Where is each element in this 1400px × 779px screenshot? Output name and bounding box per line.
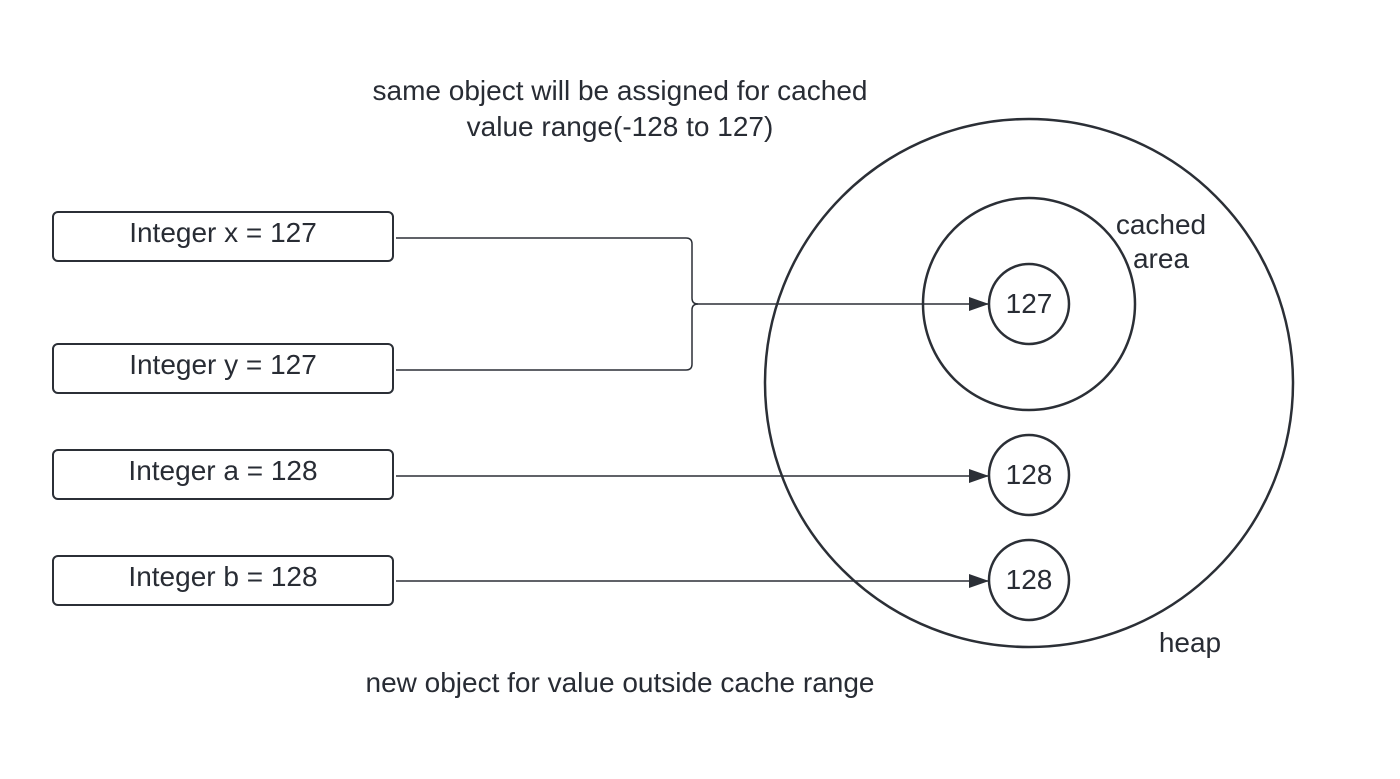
variable-label: Integer b = 128 [128, 560, 318, 592]
cached-area-label-line-1: cached [1115, 209, 1207, 240]
variable-box-a: Integer a = 128 [52, 449, 394, 500]
variable-box-x: Integer x = 127 [52, 211, 394, 262]
variable-label: Integer a = 128 [128, 454, 318, 486]
object-value: 127 [1006, 288, 1053, 319]
object-node-128-b: 128 [987, 538, 1071, 622]
heap-label: heap [1158, 627, 1222, 658]
connector-y [396, 303, 699, 371]
caption-line-2: value range(-128 to 127) [466, 111, 774, 142]
cached-area-label-line-2: area [1132, 243, 1190, 274]
variable-box-b: Integer b = 128 [52, 555, 394, 606]
caption-cached-range: same object will be assigned for cached … [320, 73, 920, 145]
object-value: 128 [1006, 564, 1053, 595]
caption-new-object: new object for value outside cache range [365, 667, 875, 698]
object-node-128-a: 128 [987, 433, 1071, 517]
cached-area-label: cached area [1106, 208, 1216, 276]
variable-label: Integer x = 127 [129, 216, 317, 248]
connector-x [396, 237, 699, 305]
heap-circle [763, 117, 1295, 649]
caption-line-1: same object will be assigned for cached [372, 75, 868, 106]
object-node-127: 127 [987, 262, 1071, 346]
variable-box-y: Integer y = 127 [52, 343, 394, 394]
object-value: 128 [1006, 459, 1053, 490]
variable-label: Integer y = 127 [129, 348, 317, 380]
